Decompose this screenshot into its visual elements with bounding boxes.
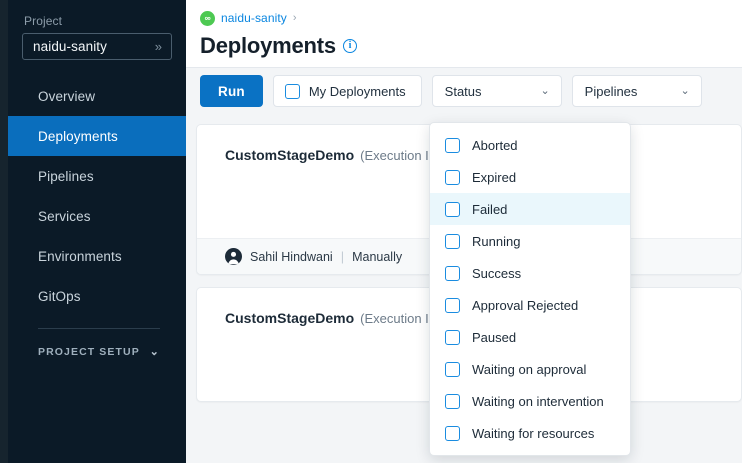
project-label: Project [24, 14, 63, 28]
breadcrumb-project-link[interactable]: naidu-sanity [221, 11, 287, 25]
status-filter-label: Status [444, 83, 482, 99]
footer-divider: | [340, 249, 345, 264]
deployment-name[interactable]: CustomStageDemo [225, 310, 355, 326]
sidebar-item-label: Environments [38, 248, 122, 264]
deployment-card-body: CustomStageDemo (Execution Id [197, 288, 741, 401]
status-option-checkbox[interactable] [445, 233, 460, 249]
status-option-success[interactable]: Success [430, 257, 630, 289]
status-option-failed[interactable]: Failed [430, 193, 630, 225]
sidebar-section-project-setup[interactable]: PROJECT SETUP ⌄ [8, 345, 186, 359]
deployment-execution-id: (Execution Id [360, 311, 437, 326]
status-option-label: Aborted [472, 137, 518, 153]
sidebar-nav: Overview Deployments Pipelines Services … [8, 76, 186, 316]
status-option-checkbox[interactable] [445, 201, 460, 217]
status-option-checkbox[interactable] [445, 137, 460, 153]
status-option-checkbox[interactable] [445, 169, 460, 185]
sidebar-item-deployments[interactable]: Deployments [8, 116, 186, 156]
status-option-checkbox[interactable] [445, 425, 460, 441]
status-option-aborted[interactable]: Aborted [430, 129, 630, 161]
main-content: naidu-sanity › Deployments i Run My Depl… [186, 0, 742, 463]
sidebar-item-environments[interactable]: Environments [8, 236, 186, 276]
status-option-checkbox[interactable] [445, 297, 460, 313]
my-deployments-label: My Deployments [308, 83, 406, 99]
sidebar-item-services[interactable]: Services [8, 196, 186, 236]
toolbar: Run My Deployments Status ⌄ Pipelines ⌄ [186, 68, 742, 114]
deployment-title-row: CustomStageDemo (Execution Id [225, 310, 741, 326]
module-rail[interactable] [0, 0, 8, 463]
status-filter-dropdown[interactable]: Status ⌄ [431, 75, 562, 107]
status-option-checkbox[interactable] [445, 393, 460, 409]
status-option-label: Paused [472, 329, 517, 345]
sidebar-divider [38, 328, 160, 329]
sidebar-item-label: GitOps [38, 288, 81, 304]
breadcrumb-separator: › [292, 12, 297, 24]
sidebar-item-label: Pipelines [38, 168, 94, 184]
status-option-waiting-for-resources[interactable]: Waiting for resources [430, 417, 630, 449]
status-option-label: Success [472, 265, 522, 281]
sidebar-item-label: Deployments [38, 128, 118, 144]
sidebar-section-label: PROJECT SETUP [38, 345, 140, 358]
project-selector[interactable]: naidu-sanity » [22, 33, 172, 60]
chevron-down-icon: ⌄ [540, 84, 550, 97]
avatar [225, 248, 242, 265]
sidebar-item-pipelines[interactable]: Pipelines [8, 156, 186, 196]
sidebar-item-label: Overview [38, 88, 96, 104]
deployment-execution-id: (Execution Id [360, 148, 437, 163]
project-name: naidu-sanity [33, 39, 107, 54]
info-icon[interactable]: i [342, 39, 357, 53]
title-row: Deployments i [200, 33, 742, 59]
status-option-label: Expired [472, 169, 517, 185]
status-option-paused[interactable]: Paused [430, 321, 630, 353]
cd-module-icon [200, 10, 215, 26]
page-header: naidu-sanity › Deployments i [186, 0, 742, 68]
breadcrumb: naidu-sanity › [200, 8, 742, 28]
deployment-name[interactable]: CustomStageDemo [225, 147, 355, 163]
run-button[interactable]: Run [200, 75, 263, 107]
pipelines-filter-label: Pipelines [584, 83, 638, 99]
deployment-trigger: Manually [352, 249, 403, 264]
pipelines-filter-dropdown[interactable]: Pipelines ⌄ [571, 75, 702, 107]
status-option-approval-rejected[interactable]: Approval Rejected [430, 289, 630, 321]
double-chevron-right-icon: » [154, 39, 162, 54]
status-option-checkbox[interactable] [445, 329, 460, 345]
status-option-checkbox[interactable] [445, 265, 460, 281]
deployment-user: Sahil Hindwani [250, 249, 333, 264]
sidebar-item-gitops[interactable]: GitOps [8, 276, 186, 316]
status-option-label: Approval Rejected [472, 297, 579, 313]
status-option-running[interactable]: Running [430, 225, 630, 257]
status-option-label: Running [472, 233, 521, 249]
my-deployments-checkbox[interactable] [284, 83, 300, 99]
my-deployments-filter[interactable]: My Deployments [272, 75, 422, 107]
status-option-checkbox[interactable] [445, 361, 460, 377]
status-option-waiting-on-intervention[interactable]: Waiting on intervention [430, 385, 630, 417]
status-option-label: Waiting for resources [472, 425, 595, 441]
chevron-down-icon: ⌄ [680, 84, 690, 97]
status-option-label: Failed [472, 201, 508, 217]
deployment-card-body: CustomStageDemo (Execution Id [197, 125, 741, 238]
status-option-label: Waiting on approval [472, 361, 587, 377]
status-option-waiting-on-approval[interactable]: Waiting on approval [430, 353, 630, 385]
status-option-label: Waiting on intervention [472, 393, 604, 409]
sidebar-item-label: Services [38, 208, 91, 224]
chevron-down-icon: ⌄ [149, 346, 160, 358]
sidebar: Project naidu-sanity » Overview Deployme… [8, 0, 186, 463]
status-dropdown-menu[interactable]: Aborted Expired Failed Running Success A… [429, 122, 631, 456]
status-option-expired[interactable]: Expired [430, 161, 630, 193]
page-title: Deployments [200, 33, 336, 58]
sidebar-item-overview[interactable]: Overview [8, 76, 186, 116]
deployment-title-row: CustomStageDemo (Execution Id [225, 147, 741, 163]
